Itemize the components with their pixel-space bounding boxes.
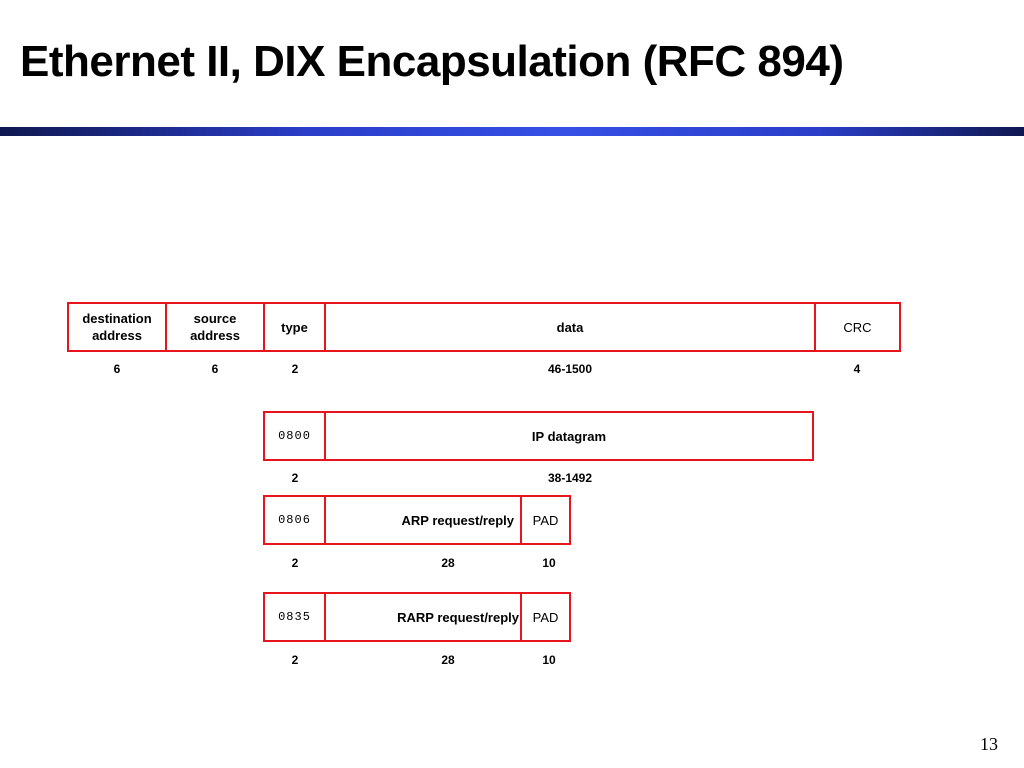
source-size: 6 [211,362,219,376]
ip-type-size: 2 [291,471,299,485]
rarp-pad-size: 10 [542,653,556,667]
page-number: 13 [980,734,998,754]
ip-datagram-field: IP datagram [324,411,814,461]
ip-payload-size: 38-1492 [547,471,593,485]
rarp-payload-field: RARP request/reply [324,592,522,642]
type-field: type [263,302,326,352]
arp-type-code: 0806 [263,495,326,545]
arp-pad-size: 10 [542,556,556,570]
title-rule [0,127,1024,136]
arp-payload-field: ARP request/reply [324,495,522,545]
type-size: 2 [291,362,299,376]
rarp-type-size: 2 [291,653,299,667]
arp-pad-field: PAD [520,495,571,545]
arp-payload-size: 28 [441,556,455,570]
arp-frame: 0806 ARP request/reply PAD [263,495,571,545]
ip-frame: 0800 IP datagram [263,411,814,461]
arp-type-size: 2 [291,556,299,570]
destination-address-field: destination address [67,302,167,352]
slide-title: Ethernet II, DIX Encapsulation (RFC 894) [20,37,844,86]
destination-size: 6 [113,362,121,376]
rarp-payload-size: 28 [441,653,455,667]
source-address-field: source address [165,302,265,352]
data-size: 46-1500 [547,362,593,376]
crc-field: CRC [814,302,901,352]
rarp-type-code: 0835 [263,592,326,642]
crc-size: 4 [853,362,861,376]
ip-type-code: 0800 [263,411,326,461]
ethernet-frame: destination address source address type … [67,302,901,352]
rarp-frame: 0835 RARP request/reply PAD [263,592,571,642]
data-field: data [324,302,816,352]
rarp-pad-field: PAD [520,592,571,642]
